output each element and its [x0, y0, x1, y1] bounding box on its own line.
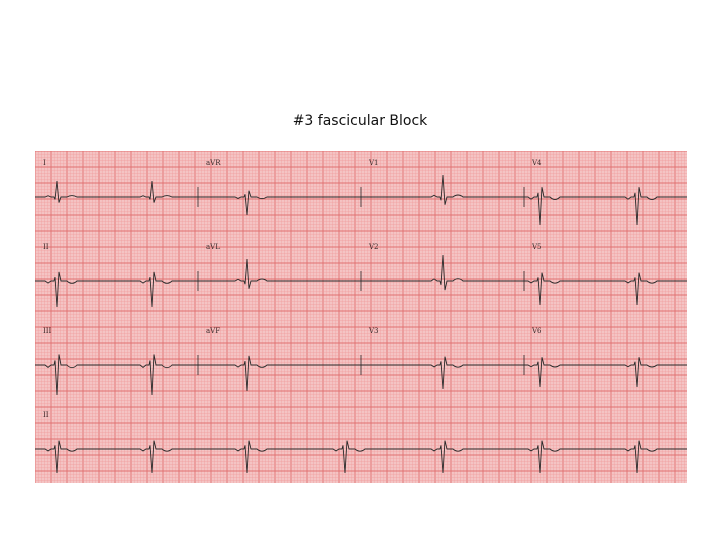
ecg-traces: [35, 174, 687, 474]
lead-label: V3: [368, 327, 379, 335]
lead-label: III: [43, 327, 52, 335]
lead-trace: [361, 174, 524, 205]
lead-trace: [361, 356, 524, 390]
lead-label: V5: [531, 243, 542, 251]
rhythm-trace: [35, 440, 687, 474]
lead-trace: [524, 187, 687, 226]
lead-label: II: [43, 243, 49, 251]
lead-label: aVL: [206, 243, 220, 251]
lead-label: I: [43, 159, 46, 167]
slide-title: #3 fascicular Block: [292, 113, 428, 129]
lead-label: V2: [368, 243, 379, 251]
lead-label: V4: [531, 159, 542, 167]
lead-trace: [35, 354, 198, 396]
lead-label: aVF: [206, 327, 220, 335]
ecg-grid: [35, 151, 687, 483]
lead-trace: [361, 254, 524, 291]
lead-trace: [524, 272, 687, 306]
lead-trace: [35, 271, 198, 308]
lead-trace: [198, 190, 361, 216]
lead-label: aVR: [206, 159, 221, 167]
lead-trace: [198, 258, 361, 289]
lead-label: V6: [531, 327, 542, 335]
lead-label: V1: [368, 159, 379, 167]
lead-label: II: [43, 411, 49, 419]
lead-trace: [524, 357, 687, 388]
lead-trace: [198, 355, 361, 392]
lead-trace: [35, 180, 198, 203]
